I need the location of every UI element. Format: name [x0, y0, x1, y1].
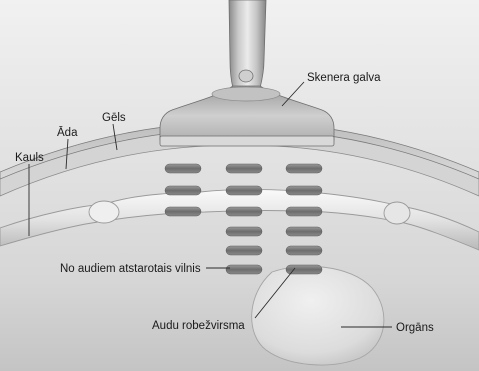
probe-face: [160, 136, 334, 146]
label-tissue-boundary: Audu robežvirsma: [152, 320, 245, 332]
bone-joint-right: [384, 202, 410, 224]
wave-pulse: [165, 186, 201, 195]
wave-pulse: [286, 227, 322, 236]
label-bone: Kauls: [15, 152, 44, 164]
probe-grip: [212, 87, 280, 101]
wave-pulse: [226, 265, 262, 274]
wave-pulse: [226, 186, 262, 195]
wave-pulse: [165, 164, 201, 173]
probe-indicator: [239, 70, 253, 82]
label-organ: Orgāns: [396, 322, 434, 334]
wave-pulse: [226, 207, 262, 216]
wave-pulse: [226, 246, 262, 255]
label-reflected-wave: No audiem atstarotais vilnis: [60, 263, 201, 275]
wave-pulse: [286, 186, 322, 195]
wave-pulse: [165, 207, 201, 216]
wave-pulse: [226, 227, 262, 236]
label-skin: Āda: [57, 127, 78, 139]
label-probe-head: Skenera galva: [307, 72, 381, 84]
wave-pulse: [286, 207, 322, 216]
wave-pulse: [286, 246, 322, 255]
wave-pulse: [286, 164, 322, 173]
organ: [252, 266, 384, 365]
body-tissue: [0, 146, 479, 371]
label-gel: Gēls: [102, 112, 126, 124]
wave-pulse: [226, 164, 262, 173]
bone-joint-left: [89, 201, 119, 223]
